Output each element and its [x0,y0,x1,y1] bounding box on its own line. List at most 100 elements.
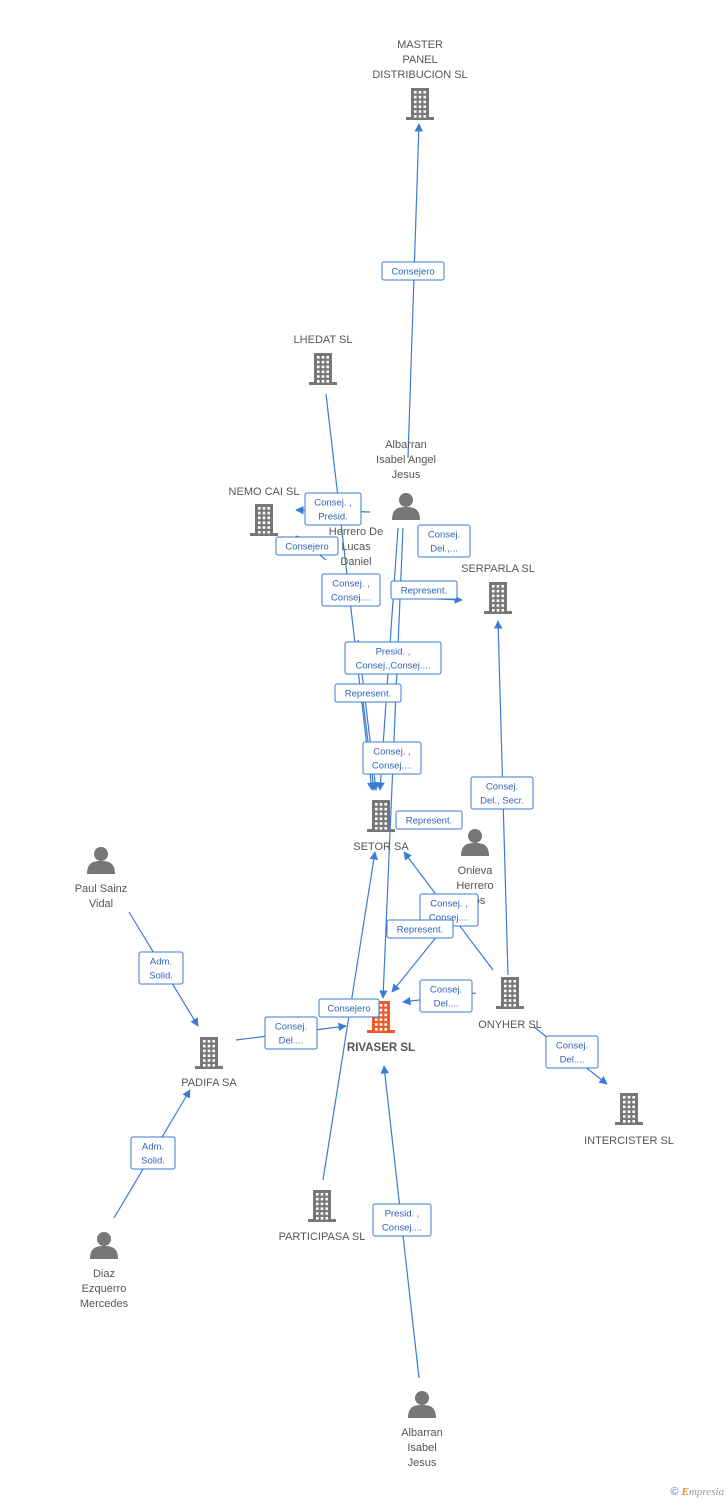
node-participasa[interactable]: PARTICIPASA SL [279,1190,366,1243]
edge-label-text: Consejero [391,267,434,278]
edge-label-box [138,951,184,985]
edge-label[interactable]: Consejero [275,536,339,556]
edge-label[interactable]: Consej.Del.... [264,1016,318,1050]
building-icon [250,504,278,536]
edge-onieva-to-rivaser [391,929,443,993]
edge-label[interactable]: Adm. Solid. [138,951,184,985]
edge-label-text: Consej. , [332,579,370,590]
person-icon [87,847,115,874]
node-label: INTERCISTER SL [584,1135,674,1147]
node-label: LHEDAT SL [294,334,353,346]
node-label: Herrero De [329,526,383,538]
node-label: Paul Sainz [75,883,128,895]
edge-label-text: Consej. , [314,498,352,509]
person-icon [408,1391,436,1418]
node-label: Lucas [341,541,371,553]
edge-label[interactable]: Consej. , Presid. [304,492,362,526]
edge-label[interactable]: Consej. ,Consej.... [419,893,479,927]
node-label: NEMO CAI SL [229,486,300,498]
edge-label[interactable]: Consejero [381,261,445,281]
node-intercister[interactable]: INTERCISTER SL [584,1093,674,1147]
edge-label-text: Consejero [327,1004,370,1015]
edge-label-text: Del.,... [430,544,457,555]
edge-label-text: Consej.... [372,761,412,772]
edge-label-text: Solid. [149,971,173,982]
node-label: PADIFA SA [181,1077,237,1089]
node-label: SETOR SA [353,841,409,853]
edge-label-text: Adm. [150,957,172,968]
building-icon [195,1037,223,1069]
edge-label-box [372,1203,432,1237]
edge-label-text: Consej.,Consej.... [356,661,431,672]
edge-label-box [130,1136,176,1170]
footer-brand: © Empresia [670,1486,724,1498]
node-label: Mercedes [80,1298,129,1310]
node-onyher[interactable]: ONYHER SL [478,977,542,1031]
person-icon [392,493,420,520]
edge-label[interactable]: Consej. , Consej.... [321,573,381,607]
edge-label[interactable]: Consej. Del.... [545,1035,599,1069]
edges-layer [113,123,608,1379]
edge-label-text: Consej. [275,1022,307,1033]
edge-label-text: Represent. [401,586,447,597]
building-icon [308,1190,336,1222]
edge-label-text: Consej.... [331,593,371,604]
edge-label-box [417,524,471,558]
edge-label[interactable]: Represent. [386,919,454,939]
node-nemo[interactable]: NEMO CAI SL [229,486,300,536]
node-label: Vidal [89,898,113,910]
edge-label[interactable]: Consejero [318,998,380,1018]
node-label: Daniel [340,556,371,568]
edge-label[interactable]: Consej.Del.... [419,979,473,1013]
node-lhedat[interactable]: LHEDAT SL [294,334,353,385]
edge-label[interactable]: Represent. [390,580,458,600]
edge-label-box [344,641,442,675]
edge-label-box [381,261,445,281]
node-label: Isabel Angel [376,454,436,466]
edge-label[interactable]: Represent. [395,810,463,830]
edge-label-text: Represent. [406,816,452,827]
edge-label-text: Consej. [428,530,460,541]
edge-label-text: Consej.... [382,1223,422,1234]
edge-label-text: Consej. [556,1041,588,1052]
node-label: Jesus [392,469,421,481]
edge-label[interactable]: Consej. ,Consej.... [362,741,422,775]
edge-label-box [390,580,458,600]
node-label: ONYHER SL [478,1019,542,1031]
edge-label-text: Consej. , [430,899,468,910]
edge-label-text: Del.... [560,1055,585,1066]
edge-albarran_angel-to-master [407,123,423,459]
edge-label[interactable]: Consej.Del., Secr. [470,776,534,810]
node-setor[interactable]: SETOR SA [353,800,409,853]
edge-label[interactable]: Presid. ,Consej.,Consej.... [344,641,442,675]
edge-label-box [419,979,473,1013]
edge-label-box [318,998,380,1018]
edge-label-box [264,1016,318,1050]
node-label: Ezquerro [82,1283,127,1295]
edge-label[interactable]: Consej. Del.,... [417,524,471,558]
node-label: SERPARLA SL [461,563,535,575]
node-label: Onieva [458,865,494,877]
node-serparla[interactable]: SERPARLA SL [461,563,535,614]
edge-label-text: Presid. [318,512,348,523]
building-icon [309,353,337,385]
edge-label[interactable]: Presid. ,Consej.... [372,1203,432,1237]
edge-label-text: Consej. [430,985,462,996]
node-label: PARTICIPASA SL [279,1231,366,1243]
node-padifa[interactable]: PADIFA SA [181,1037,237,1089]
edge-label[interactable]: Represent. [334,683,402,703]
edge-label[interactable]: Adm.Solid. [130,1136,176,1170]
edge-label-box [362,741,422,775]
edge-label-box [470,776,534,810]
edge-label-box [304,492,362,526]
node-label: Herrero [456,880,493,892]
